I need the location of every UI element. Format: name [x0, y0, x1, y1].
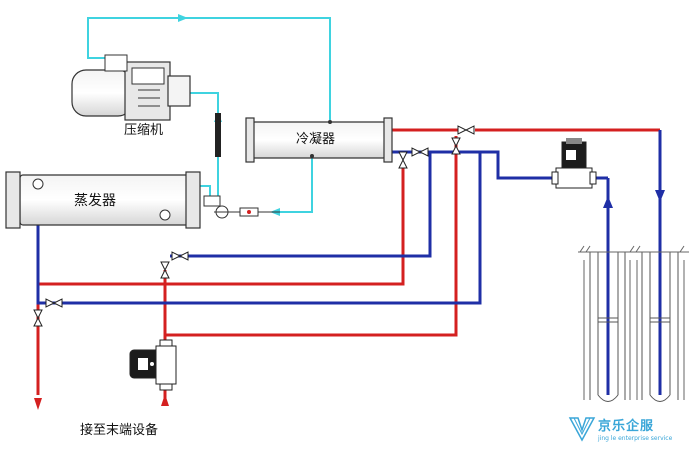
compressor-label: 压缩机 — [124, 122, 163, 138]
evap-return-pipe — [170, 152, 432, 258]
terminal-label: 接至末端设备 — [80, 422, 158, 438]
discharge-line — [87, 17, 331, 120]
valve — [451, 137, 461, 155]
ground-surface — [578, 245, 689, 400]
compressor — [71, 54, 191, 121]
refrigerant-lines — [87, 17, 331, 213]
valve — [411, 147, 429, 157]
well-left — [589, 252, 626, 402]
well-right — [641, 252, 679, 402]
watermark: 京乐企服 jing le enterprise service — [568, 417, 673, 442]
filter-drier — [215, 113, 221, 157]
condenser-inlet-red — [38, 162, 405, 286]
valve — [33, 309, 43, 327]
expansion-valve — [203, 195, 280, 219]
valve — [171, 251, 189, 261]
well-pump — [551, 138, 597, 189]
condenser — [245, 117, 393, 163]
flow-arrow — [178, 14, 188, 22]
condenser-label: 冷凝器 — [296, 131, 335, 147]
evaporator-label: 蒸发器 — [74, 193, 116, 209]
flow-arrow-down — [655, 190, 665, 202]
suction-line — [190, 92, 219, 113]
pump-to-condenser-pipe — [388, 150, 555, 180]
evap-left-blue — [36, 152, 482, 305]
valves — [33, 125, 475, 327]
evap-to-compressor-line — [198, 185, 211, 196]
valve — [160, 261, 170, 279]
valve — [398, 151, 408, 169]
flow-arrow-up — [603, 196, 613, 208]
chilled-water-pump — [129, 339, 177, 391]
evaporator — [5, 171, 201, 229]
flow-arrow-up — [161, 394, 169, 406]
watermark-title: 京乐企服 — [598, 418, 654, 434]
liquid-line — [280, 158, 313, 213]
valve — [45, 298, 63, 308]
cooling-return-pipe — [163, 136, 458, 337]
watermark-logo-icon — [568, 417, 596, 442]
flow-arrow-down — [34, 398, 42, 410]
watermark-subtitle: jing le enterprise service — [597, 435, 673, 442]
valve — [457, 125, 475, 135]
